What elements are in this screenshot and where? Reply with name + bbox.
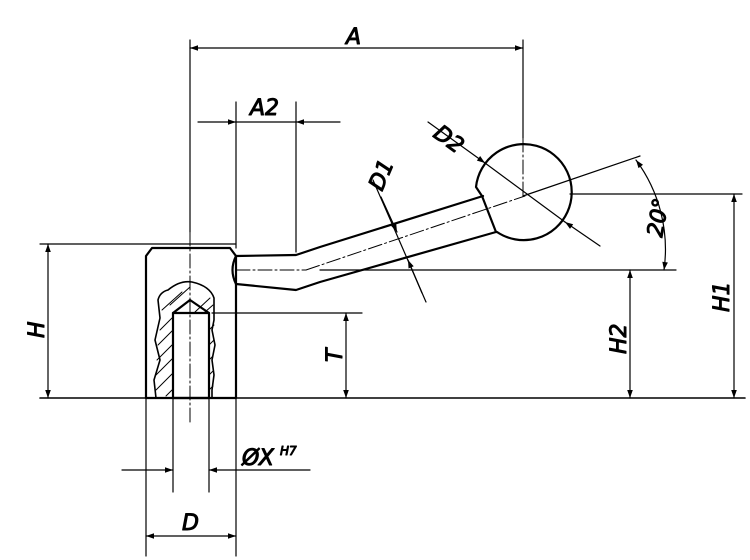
centre-lines [189, 137, 526, 426]
dimension-labels: A A2 D2 D1 20° H T H2 H1 ØX H7 D [25, 25, 736, 537]
label-angle: 20° [643, 196, 674, 239]
label-x-tolerance: H7 [280, 444, 297, 458]
bore-cone [171, 298, 211, 315]
dim-angle [635, 159, 668, 271]
label-t: T [323, 347, 348, 362]
label-d: D [182, 511, 199, 536]
label-h: H [25, 321, 50, 338]
arm-hub-end [231, 254, 238, 286]
ball-knob [474, 143, 573, 242]
dim-d2 [427, 121, 486, 164]
dimension-lines [39, 39, 746, 557]
arm-axis-inclined [305, 195, 526, 271]
label-a2: A2 [248, 96, 279, 121]
label-h1: H1 [710, 281, 735, 312]
arm-lower-edge [234, 230, 498, 292]
label-a: A [344, 25, 361, 50]
label-x: ØX [241, 446, 275, 471]
label-d1: D1 [365, 156, 400, 194]
part-outline [144, 143, 573, 400]
section-hatch [153, 280, 216, 399]
label-h2: H2 [607, 323, 632, 354]
angle-ref-line [522, 155, 641, 197]
arm-upper-edge [234, 194, 485, 258]
bore-hole [171, 311, 211, 400]
